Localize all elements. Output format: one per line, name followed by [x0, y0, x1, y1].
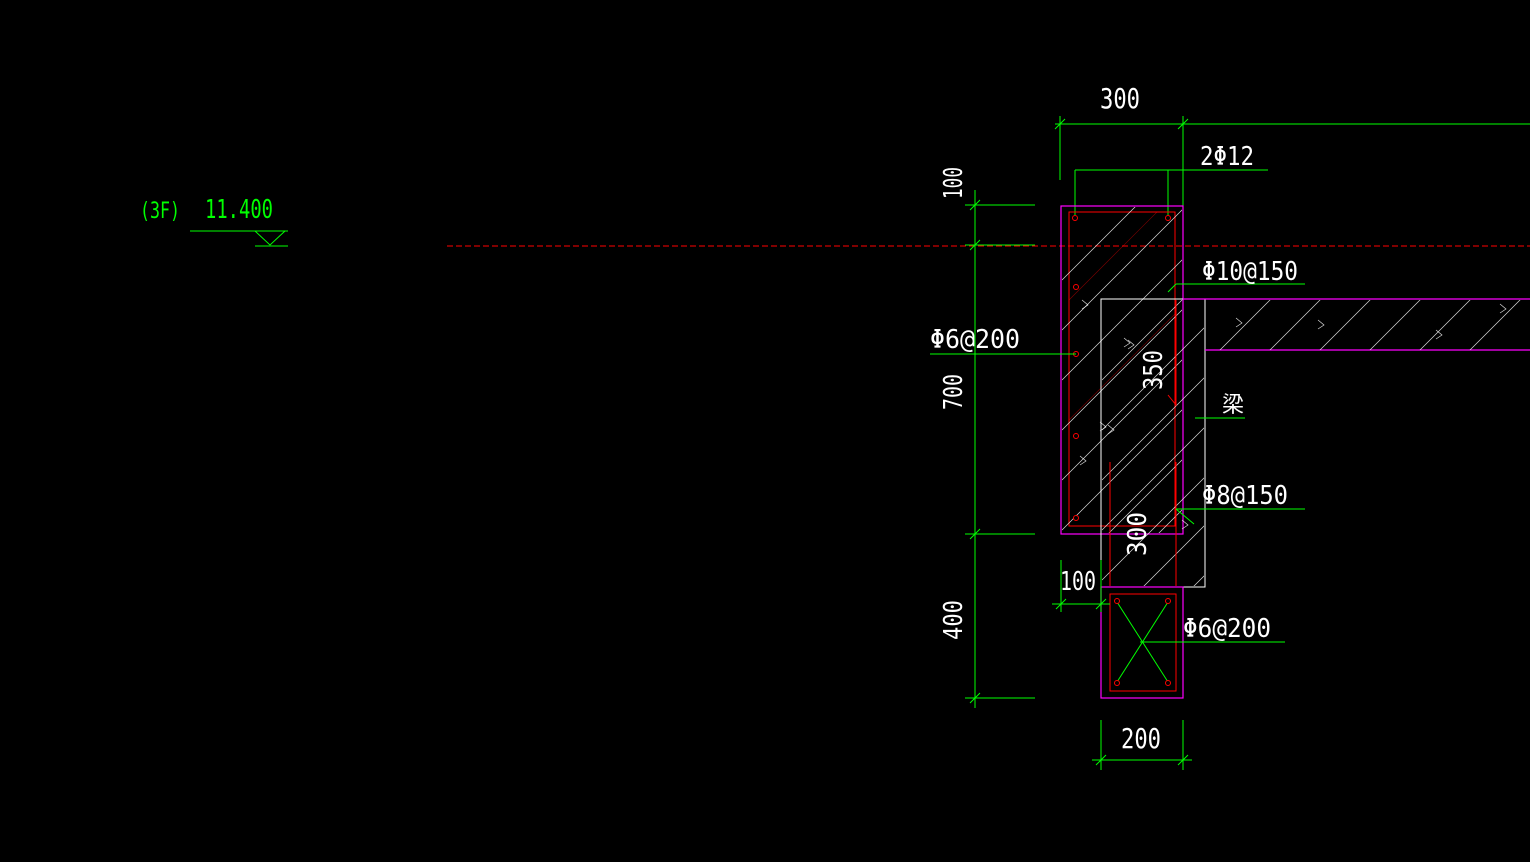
- dim-beam-depth: 350: [1139, 350, 1169, 390]
- label-stirrup-bottom: Φ6@200: [1183, 614, 1271, 644]
- bottom-dimension: 200: [1092, 720, 1192, 770]
- floor-tag: (3F): [140, 199, 180, 224]
- label-stirrup-lower: Φ8@150: [1202, 481, 1288, 511]
- top-bars-leader: 2Φ12: [1074, 142, 1268, 215]
- label-stirrup-upper: Φ10@150: [1202, 257, 1298, 287]
- dim-offset: 100: [1060, 567, 1096, 597]
- elevation-triangle-icon: [254, 230, 286, 246]
- rebar-leaders: Φ10@150 Φ6@200 Φ8@150 Φ6@200 梁: [930, 257, 1305, 644]
- dim-left-upper: 100: [939, 167, 969, 199]
- beam-section: 350 300: [1100, 298, 1206, 588]
- dim-gap-depth: 300: [1123, 512, 1153, 556]
- slab-section: [1183, 298, 1530, 351]
- dim-top-width: 300: [1100, 82, 1140, 115]
- top-dimension: 300: [1054, 82, 1530, 207]
- label-member: 梁: [1222, 393, 1244, 418]
- offset-dimension: 100: [1052, 560, 1110, 612]
- label-top-bars: 2Φ12: [1200, 142, 1254, 172]
- elevation-value: 11.400: [205, 195, 273, 225]
- dim-left-lower: 400: [939, 600, 969, 640]
- level-marker: (3F) 11.400: [140, 195, 288, 247]
- upper-section: [1060, 205, 1184, 535]
- label-distribution-left: Φ6@200: [930, 325, 1020, 355]
- dim-left-middle: 700: [939, 374, 969, 410]
- dim-bottom-width: 200: [1121, 722, 1161, 755]
- left-dimension-chain: 100 700 400: [939, 167, 1035, 708]
